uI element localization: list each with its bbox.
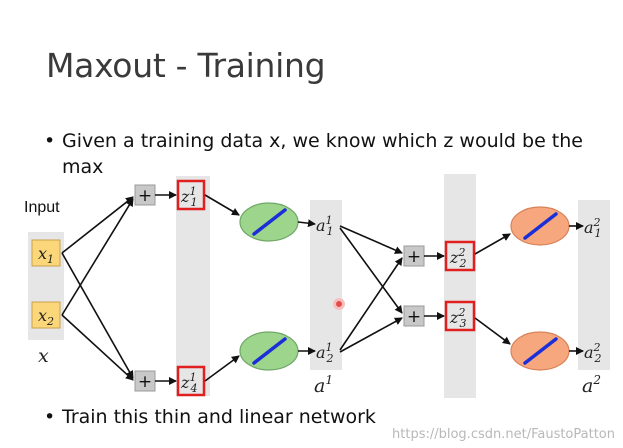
slide-title: Maxout - Training: [46, 46, 326, 85]
layer1-z1-box: [176, 179, 206, 211]
linear-activation-icon: [252, 337, 287, 365]
edge-x2-plus1: [61, 198, 134, 316]
input-vector-label: x: [38, 345, 49, 367]
edge-z11-neuron: [204, 194, 240, 216]
bullet-item-2: • Train this thin and linear network: [44, 404, 376, 430]
edge-a11-plus4: [339, 227, 403, 314]
edge-a21-plus3: [339, 257, 403, 351]
layer1-z4-box: [176, 365, 206, 397]
bullet-item-1: • Given a training data x, we know which …: [44, 128, 604, 180]
input-x1-label: x1: [38, 244, 54, 266]
edge-a11-plus3: [339, 225, 403, 254]
layer2-z-column-bg: [444, 174, 476, 398]
layer2-vector-label: a2: [582, 373, 601, 397]
bullet-marker: •: [44, 130, 56, 152]
layer1-vector-label: a1: [314, 373, 333, 397]
input-x1-box: [31, 239, 61, 267]
bullet-marker: •: [44, 406, 56, 428]
layer1-sum-symbol-1: +: [138, 186, 152, 206]
layer1-z-column-bg: [176, 176, 210, 396]
input-label: Input: [24, 199, 60, 216]
layer1-a-column-bg: [310, 200, 342, 370]
linear-activation-icon: [523, 212, 558, 240]
layer2-sum-symbol-1: +: [407, 247, 421, 267]
edge-x2-plus2: [61, 314, 134, 381]
edge-a21-plus4: [339, 317, 403, 353]
edge-x1-plus2: [61, 252, 134, 379]
layer2-sum-symbol-2: +: [407, 307, 421, 327]
watermark: https://blog.csdn.net/FaustoPatton: [392, 427, 615, 442]
bullet-text-2: Train this thin and linear network: [62, 406, 376, 428]
edge-z41-neuron: [204, 355, 240, 382]
edge-neuron1-a11: [297, 219, 316, 228]
bullet-text-1: Given a training data x, we know which z…: [62, 130, 583, 178]
input-x2-box: [31, 301, 61, 329]
layer1-sum-symbol-2: +: [138, 372, 152, 392]
linear-activation-icon: [252, 208, 287, 236]
cursor-pointer-dot: [333, 298, 345, 310]
edge-z32-neuron: [474, 317, 511, 345]
linear-activation-icon: [523, 337, 558, 365]
edge-z22-neuron: [474, 233, 511, 255]
input-x2-label: x2: [38, 306, 54, 328]
layer2-z2-box: [444, 240, 476, 272]
edge-x1-plus1: [61, 196, 134, 254]
layer2-z3-box: [444, 300, 476, 332]
